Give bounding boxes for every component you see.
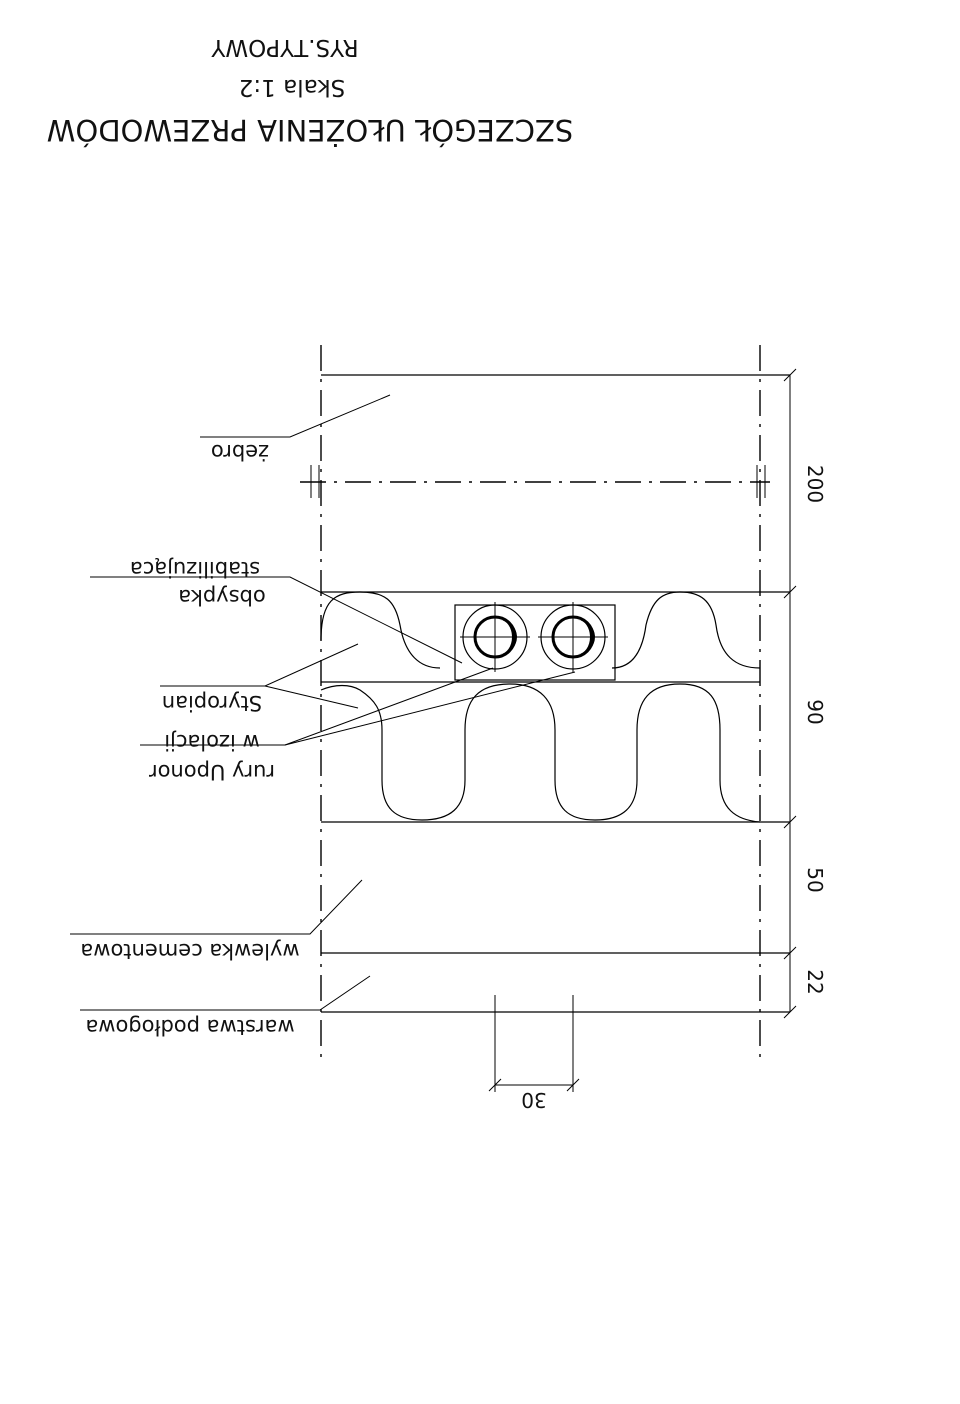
drawing-title: SZCZEGÓŁ UŁOŻENIA PRZEWODÓW [47,113,574,147]
leader-warstwa [80,975,371,1011]
dim-tick-5 [783,1005,797,1019]
dim-30: 30 [521,1088,546,1112]
styrofoam-hatch [320,683,761,823]
leader-zebro [200,394,391,438]
dim-22: 22 [803,969,827,994]
leader-styropian-b [264,685,359,709]
pipe-2 [538,602,608,672]
dim-tick-2 [783,585,797,599]
scale-label: Skala 1:2 [239,74,345,100]
leader-styropian-a [160,643,359,687]
dim-tick-4 [783,946,797,960]
label-zebro: żebro [211,440,269,464]
dim30-tick-right [566,1078,580,1092]
label-rury-1: rury Uponor [149,760,275,784]
dim-50: 50 [803,867,827,892]
leader-rury-b [284,671,576,746]
dim-200: 200 [803,465,827,503]
label-styropian: Styropian [162,691,262,715]
leader-wylewka [70,879,363,935]
label-obsypka-2: stabilizująca [130,557,260,581]
pipe-insulation-box [454,604,616,681]
dim30-tick-left [488,1078,502,1092]
pipe-1 [460,602,530,672]
dim-tick-3 [783,815,797,829]
backfill-hatch [320,591,761,669]
leader-obsypka [90,576,463,664]
label-warstwa: warstwa podłogowa [85,1015,294,1039]
dim-tick-1 [783,368,797,382]
dim-90: 90 [803,699,827,724]
label-obsypka-1: obsypka [178,585,266,609]
label-rury-2: w izolacji [164,730,259,754]
drawing-type-label: RYS.TYPOWY [210,34,358,60]
label-wylewka: wylewka cementowa [80,939,299,963]
